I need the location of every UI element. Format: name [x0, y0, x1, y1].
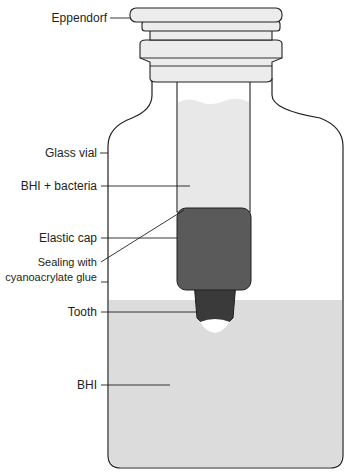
leader-line [101, 282, 108, 283]
tooth-label: Tooth [68, 305, 97, 320]
bhi-medium [109, 300, 342, 467]
leader-line [110, 18, 130, 19]
bacteria-label: BHI + bacteria [21, 179, 97, 194]
elastic-cap [177, 208, 251, 290]
bhi-bacteria-medium [178, 99, 249, 212]
cap-ridge [150, 66, 272, 67]
leader-line [101, 186, 190, 187]
cap-label: Elastic cap [39, 231, 97, 246]
eppendorf-label: Eppendorf [52, 11, 107, 26]
bhi-label: BHI [77, 378, 97, 393]
leader-line [101, 312, 198, 313]
leader-line [101, 385, 170, 386]
leader-lines [100, 18, 198, 385]
leader-line [100, 153, 108, 154]
tooth-tip [200, 319, 230, 333]
eppendorf-lid [130, 8, 282, 22]
vial-label: Glass vial [45, 146, 97, 161]
screw-cap [140, 40, 282, 82]
eppendorf-tube [177, 80, 250, 212]
leader-line [101, 210, 184, 262]
cap-ridge [140, 58, 282, 59]
glass-vial [108, 78, 343, 468]
sealing-label: Sealing with cyanoacrylate glue [0, 255, 97, 285]
